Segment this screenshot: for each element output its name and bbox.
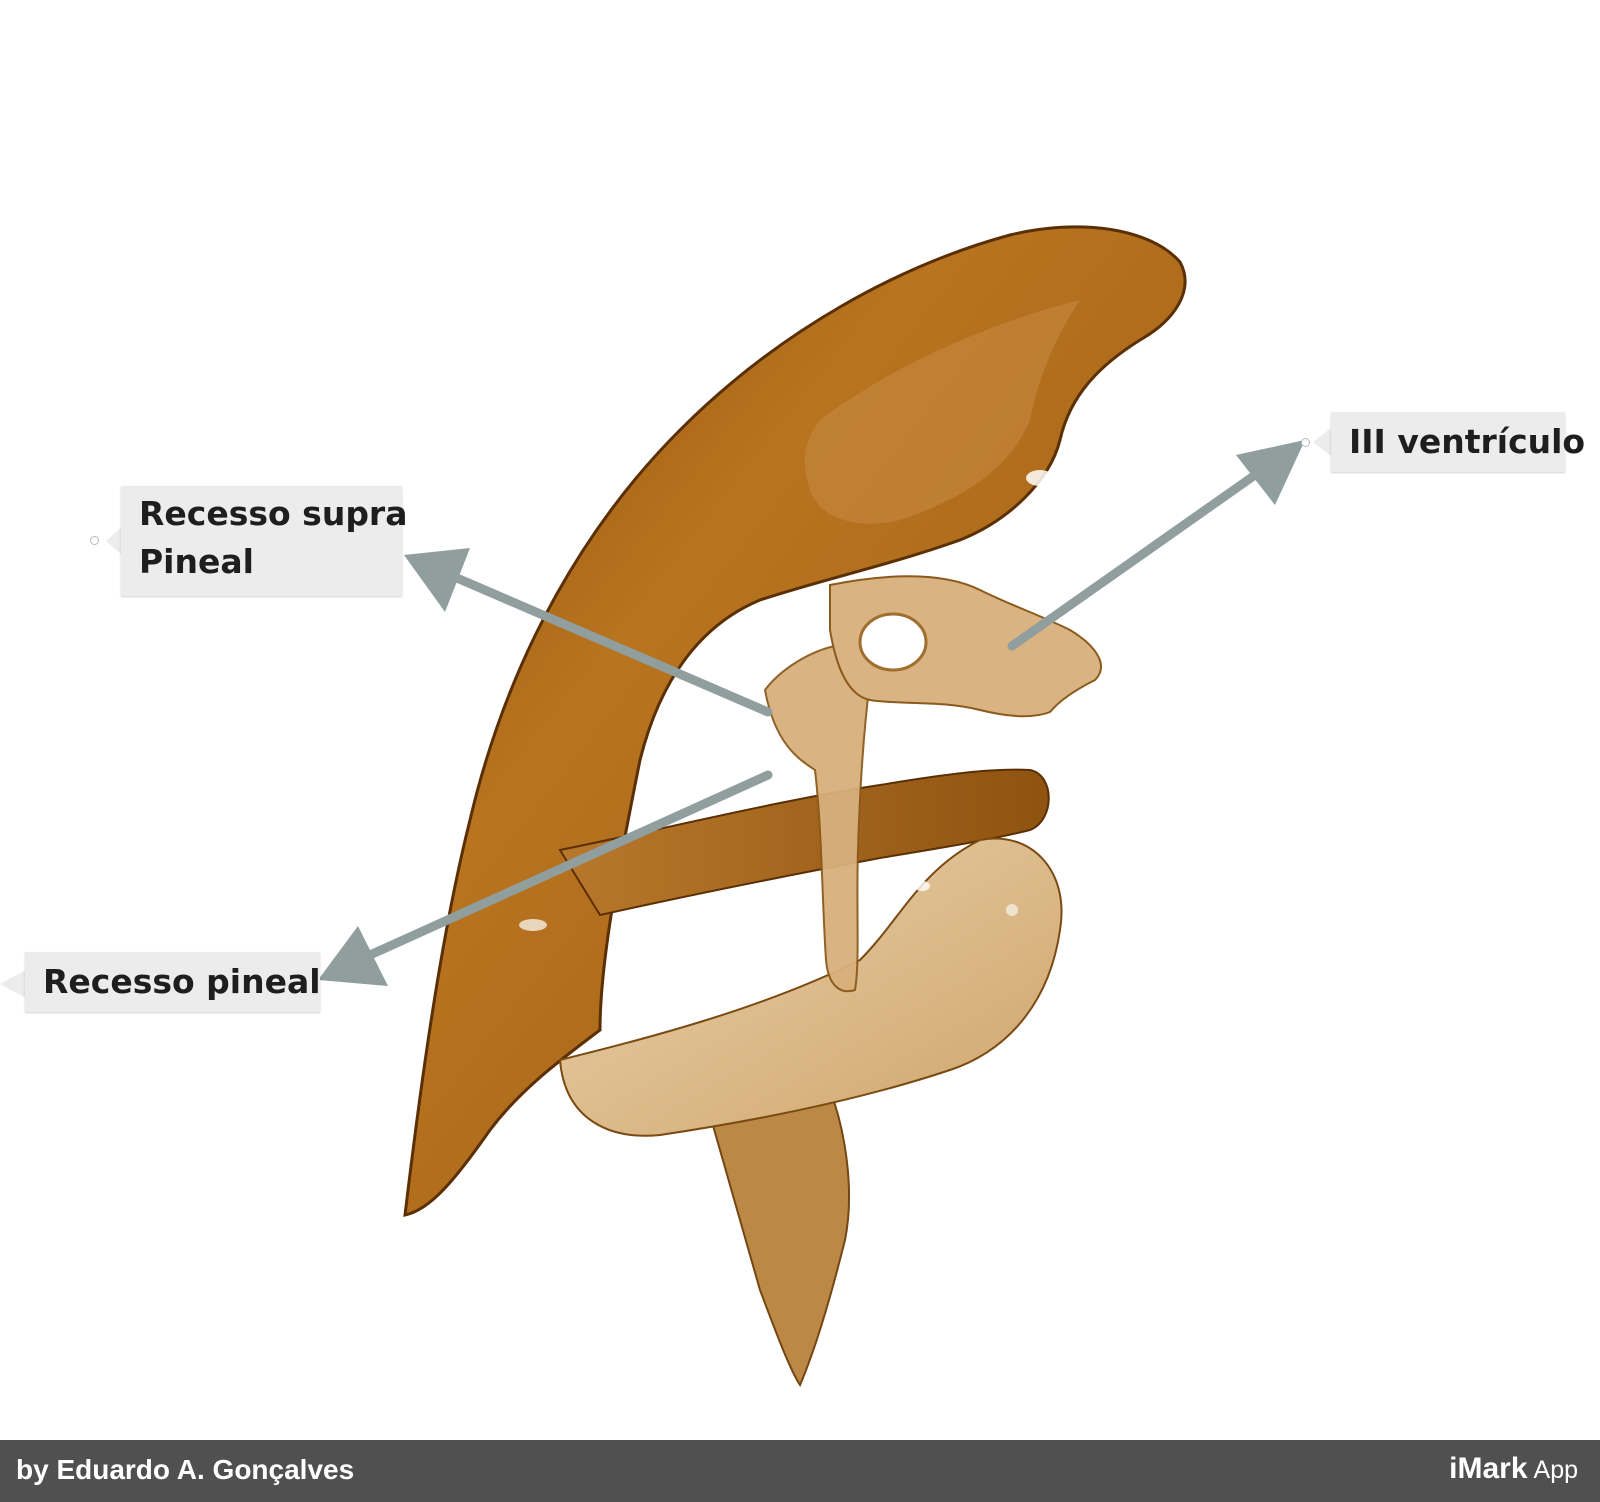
cast-arc-highlight	[804, 300, 1080, 524]
label-pineal-notch	[0, 970, 26, 998]
label-pineal: Recesso pineal	[25, 952, 321, 1012]
cast-lower-tail	[698, 1078, 850, 1388]
footer-author: by Eduardo A. Gonçalves	[16, 1454, 355, 1485]
arrow-third-ventricle	[1007, 440, 1305, 651]
label-supra-pineal-pin	[90, 536, 99, 545]
label-supra-pineal-notch	[106, 527, 122, 555]
cast-middle-horn	[558, 768, 1050, 917]
label-supra-pineal-line2: Pineal	[139, 542, 254, 581]
label-supra-pineal: Recesso supra Pineal	[121, 486, 408, 596]
image-canvas: Recesso supra Pineal III ventrículo Rece…	[0, 225, 1586, 1388]
cast-third-ventricle-plate	[829, 575, 1102, 718]
ventricle-cast-photo	[318, 225, 1305, 1388]
arrow-pineal	[318, 770, 773, 986]
footer-brand-name: iMark	[1449, 1452, 1528, 1485]
cast-arc-body	[403, 225, 1187, 1217]
label-supra-pineal-line1: Recesso supra	[139, 494, 408, 533]
arrow-supra-pineal	[404, 548, 773, 717]
label-third-ventricle-pin	[1301, 438, 1310, 447]
footer-brand-suffix: App	[1533, 1456, 1578, 1484]
label-third-ventricle-notch	[1313, 428, 1331, 456]
label-third-ventricle: III ventrículo	[1331, 412, 1585, 472]
cast-interthalamic-foramen	[858, 612, 928, 672]
